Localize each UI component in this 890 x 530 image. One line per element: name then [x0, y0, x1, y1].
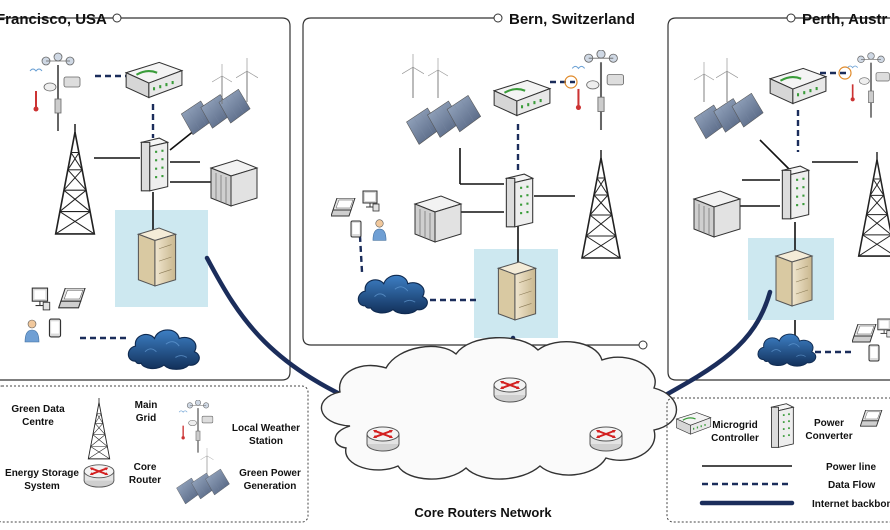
wind-turbine-icon-bern-2 [428, 58, 448, 98]
legend-left: Green Data Centre Energy Storage System … [0, 385, 309, 523]
site-frame-bern [302, 13, 648, 350]
site-title-sf: Francisco, USA [0, 11, 107, 28]
legend-core-router-icon [83, 463, 115, 488]
energy-storage-icon-sf [210, 159, 258, 207]
main-grid-tower-icon-bern [581, 150, 621, 259]
legend-converter-line1: Power [814, 418, 844, 429]
legend-turbine-icon [200, 448, 214, 474]
monitor-icon-sf [31, 287, 51, 311]
power-lines-bern [459, 148, 575, 264]
energy-storage-icon-bern [414, 195, 462, 243]
data-flow-perth [796, 71, 855, 354]
legend-main-grid-line2: Grid [136, 413, 157, 424]
data-flow-sf [80, 74, 155, 340]
power-converter-icon-perth [781, 165, 810, 220]
microgrid-controller-icon-sf [124, 61, 184, 99]
data-flow-bern [358, 80, 575, 302]
core-router-icon-2 [493, 377, 527, 403]
solar-panels-icon-sf [180, 89, 251, 136]
monitor-icon-perth [877, 318, 890, 338]
legend-main-grid-icon [87, 398, 111, 460]
microgrid-controller-icon-bern [492, 79, 552, 117]
solar-panels-icon-bern [406, 95, 482, 145]
site-sf [24, 52, 258, 370]
local-cloud-icon-bern [357, 274, 428, 315]
laptop-icon-perth [852, 324, 877, 343]
legend-weather-line2: Station [249, 436, 283, 447]
legend-backbone-label: Internet backbone [812, 499, 890, 510]
legend-ess-line1: Energy Storage [5, 468, 79, 479]
main-grid-tower-icon-perth [857, 152, 890, 257]
legend-ess-line2: System [24, 481, 60, 492]
core-network-title: Core Routers Network [414, 505, 552, 520]
microgrid-controller-icon-perth [768, 67, 828, 105]
datacentre-icon-sf [137, 227, 177, 287]
person-icon-bern [372, 219, 387, 241]
legend-data-flow-label: Data Flow [828, 480, 875, 491]
local-cloud-icon-sf [127, 329, 200, 370]
weather-station-icon-sf [28, 52, 82, 133]
legend-core-router-line1: Core [134, 462, 157, 473]
legend-green-dc-line2: Centre [22, 417, 54, 428]
legend-main-grid-line1: Main [135, 400, 158, 411]
tablet-icon-perth [868, 344, 880, 362]
legend-power-converter-icon [771, 403, 794, 448]
laptop-icon-sf [58, 288, 86, 309]
solar-panels-icon-perth [693, 93, 764, 140]
legend-right: Microgrid Controller Power Converter Pow… [666, 397, 890, 523]
weather-station-icon-bern [571, 50, 625, 131]
legend-core-router-line2: Router [129, 475, 161, 486]
legend-green-dc-line1: Green Data [11, 404, 65, 415]
laptop-icon-bern [331, 198, 356, 217]
weather-link-marker-bern [564, 75, 578, 89]
site-frame-sf [0, 13, 291, 381]
main-grid-tower-icon-sf [54, 124, 96, 235]
legend-green-power-line1: Green Power [239, 468, 301, 479]
legend-converter-line2: Converter [805, 431, 852, 442]
core-router-icon-1 [366, 426, 400, 452]
legend-green-power-line2: Generation [244, 481, 297, 492]
power-converter-icon-bern [505, 173, 534, 228]
legend-green-power-icon [176, 468, 230, 505]
weather-station-icon-perth [846, 51, 890, 119]
legend-microgrid-controller-icon [675, 411, 712, 435]
wind-turbine-icon-perth-2 [716, 58, 738, 102]
wind-turbine-icon-bern [402, 54, 424, 98]
legend-power-line-label: Power line [826, 462, 876, 473]
energy-storage-icon-perth [693, 190, 741, 238]
site-title-perth: Perth, Austr [802, 11, 887, 28]
legend-microgrid-line1: Microgrid [712, 420, 758, 431]
legend-weather-station-icon [178, 400, 214, 454]
tablet-icon-sf [48, 318, 62, 338]
legend-microgrid-line2: Controller [711, 433, 759, 444]
core-router-icon-3 [589, 426, 623, 452]
site-bern [331, 50, 625, 338]
legend-users-icon [860, 410, 883, 427]
datacentre-icon-bern [497, 261, 537, 321]
wind-turbine-icon-perth [694, 62, 714, 102]
site-perth [693, 51, 890, 367]
core-routers-cloud [320, 337, 678, 480]
person-icon-sf [24, 319, 40, 343]
site-frame-perth [667, 13, 890, 381]
monitor-icon-bern [362, 190, 380, 212]
site-title-bern: Bern, Switzerland [509, 11, 635, 28]
tablet-icon-bern [350, 220, 362, 238]
weather-link-marker-perth [838, 66, 852, 80]
local-cloud-icon-perth [757, 333, 817, 367]
legend-weather-line1: Local Weather [232, 423, 300, 434]
datacentre-icon-perth [775, 249, 813, 307]
power-converter-icon-sf [140, 137, 169, 192]
